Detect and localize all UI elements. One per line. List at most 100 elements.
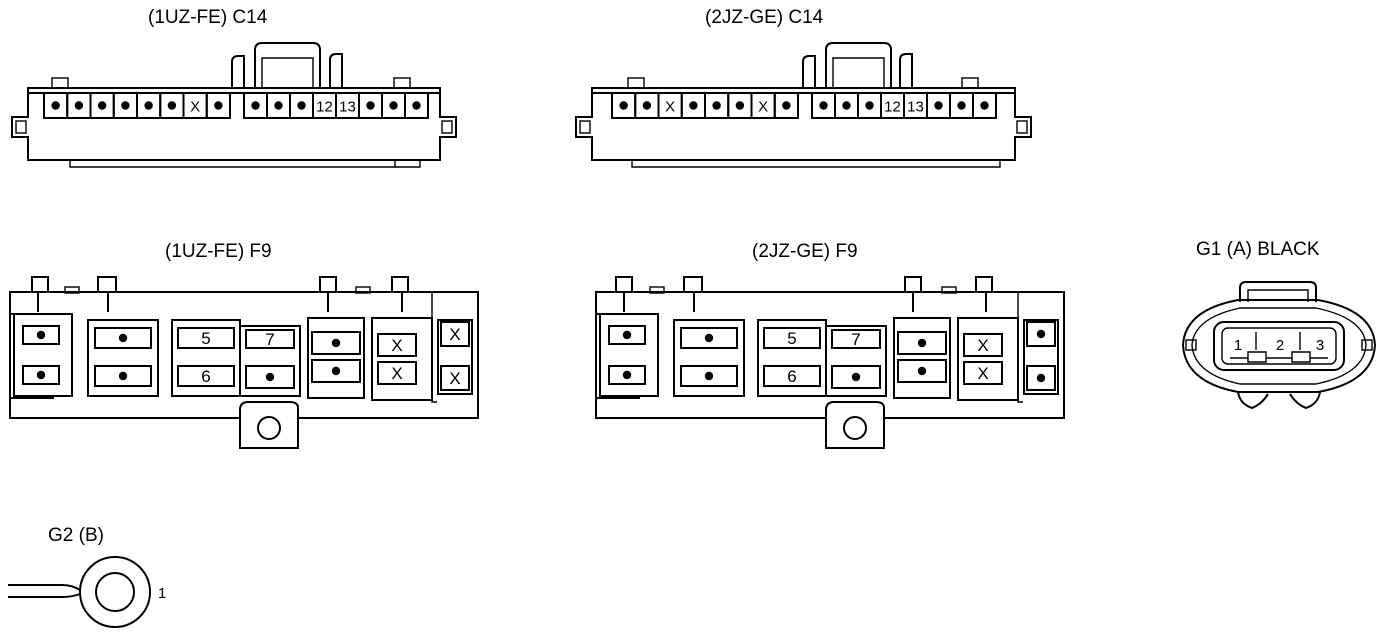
pin-cell [972, 92, 997, 119]
pin-label: 3 [1316, 337, 1324, 354]
c14-1uz-right-pins: 12 13 [243, 92, 429, 119]
pin-cell [608, 365, 646, 385]
pin-cell [245, 365, 295, 389]
pin-dot [1036, 329, 1046, 339]
pin-cell [245, 329, 295, 349]
pin-cell [377, 333, 417, 357]
pin-dot [704, 333, 714, 343]
pin-cell [763, 365, 821, 387]
pin-cell [963, 333, 1003, 357]
pin-label: X [449, 369, 460, 388]
connector-title: (1UZ-FE) F9 [165, 241, 272, 262]
pin-dot [735, 101, 745, 110]
pin-dot [642, 101, 652, 110]
pin-cell [763, 327, 821, 349]
pin-dot [274, 101, 283, 110]
pin-dot [118, 333, 128, 343]
pin-cell [831, 329, 881, 349]
g1-pins: 1 2 3 [1234, 337, 1324, 354]
connector-g2: G2 (B) 1 [8, 525, 166, 628]
pin-dot [36, 370, 46, 380]
pin-label: 1 [1234, 337, 1242, 354]
pin-cell [311, 359, 361, 383]
pin-label: X [758, 99, 768, 116]
pin-cell [94, 327, 152, 349]
pin-label: X [977, 364, 988, 383]
pin-dot [712, 101, 721, 110]
pin-cell [680, 365, 738, 387]
pin-dot [331, 338, 341, 348]
pin-dot [121, 101, 130, 110]
pin-label: 1 [158, 585, 166, 602]
pin-cell [897, 331, 947, 355]
pin-dot [389, 101, 398, 110]
pin-dot [144, 101, 153, 110]
pin-label: X [391, 336, 402, 355]
pin-dot [851, 372, 861, 382]
pin-label: X [391, 364, 402, 383]
pin-cell [680, 327, 738, 349]
pin-dot [167, 101, 177, 110]
connector-title: (2JZ-GE) F9 [752, 241, 858, 262]
pin-dot [842, 101, 851, 110]
pin-cell [404, 92, 429, 119]
pin-label: X [665, 99, 675, 116]
pin-dot [97, 101, 107, 110]
pin-cell [22, 325, 60, 345]
pin-cell [773, 92, 799, 119]
pin-label: 13 [907, 99, 924, 116]
pin-label: 7 [265, 330, 274, 349]
pin-label: X [190, 99, 200, 116]
pin-label: 12 [316, 99, 333, 116]
pin-label: 12 [884, 99, 901, 116]
pin-label: X [977, 336, 988, 355]
pin-cell [831, 365, 881, 389]
pin-label: X [449, 325, 460, 344]
pin-label: 13 [339, 99, 356, 116]
pin-dot [957, 101, 966, 110]
pin-dot [51, 101, 60, 110]
pin-cell [94, 365, 152, 387]
pin-dot [1036, 373, 1046, 383]
pin-cell [963, 361, 1003, 385]
pin-dot [265, 372, 275, 382]
pin-cell [1026, 321, 1056, 347]
connector-title: (2JZ-GE) C14 [705, 7, 824, 28]
pin-dot [704, 371, 714, 381]
pin-dot [214, 101, 223, 110]
connector-title: G1 (A) BLACK [1196, 239, 1320, 260]
pin-cell [177, 327, 235, 349]
c14-2jz-right-pins: 12 13 [811, 92, 997, 119]
pin-cell [22, 365, 60, 385]
pin-dot [118, 371, 128, 381]
pin-dot [366, 101, 375, 110]
pin-label: 5 [787, 329, 796, 348]
pin-label: 2 [1276, 337, 1284, 354]
pin-cell [1026, 365, 1056, 391]
pin-dot [251, 101, 260, 110]
pin-dot [619, 101, 628, 110]
pin-dot [917, 366, 927, 376]
pin-cell [440, 365, 470, 391]
pin-dot [74, 101, 84, 110]
pin-label: 5 [201, 329, 210, 348]
pin-dot [782, 101, 791, 110]
pin-dot [934, 101, 943, 110]
pin-cell [608, 325, 646, 345]
pin-dot [331, 366, 341, 376]
pin-dot [622, 370, 632, 380]
pin-cell [440, 321, 470, 347]
pin-dot [689, 101, 698, 110]
c14-1uz-left-pins: X [43, 92, 231, 119]
pin-label: 6 [787, 367, 796, 386]
pin-cell [311, 331, 361, 355]
pin-dot [297, 101, 306, 110]
